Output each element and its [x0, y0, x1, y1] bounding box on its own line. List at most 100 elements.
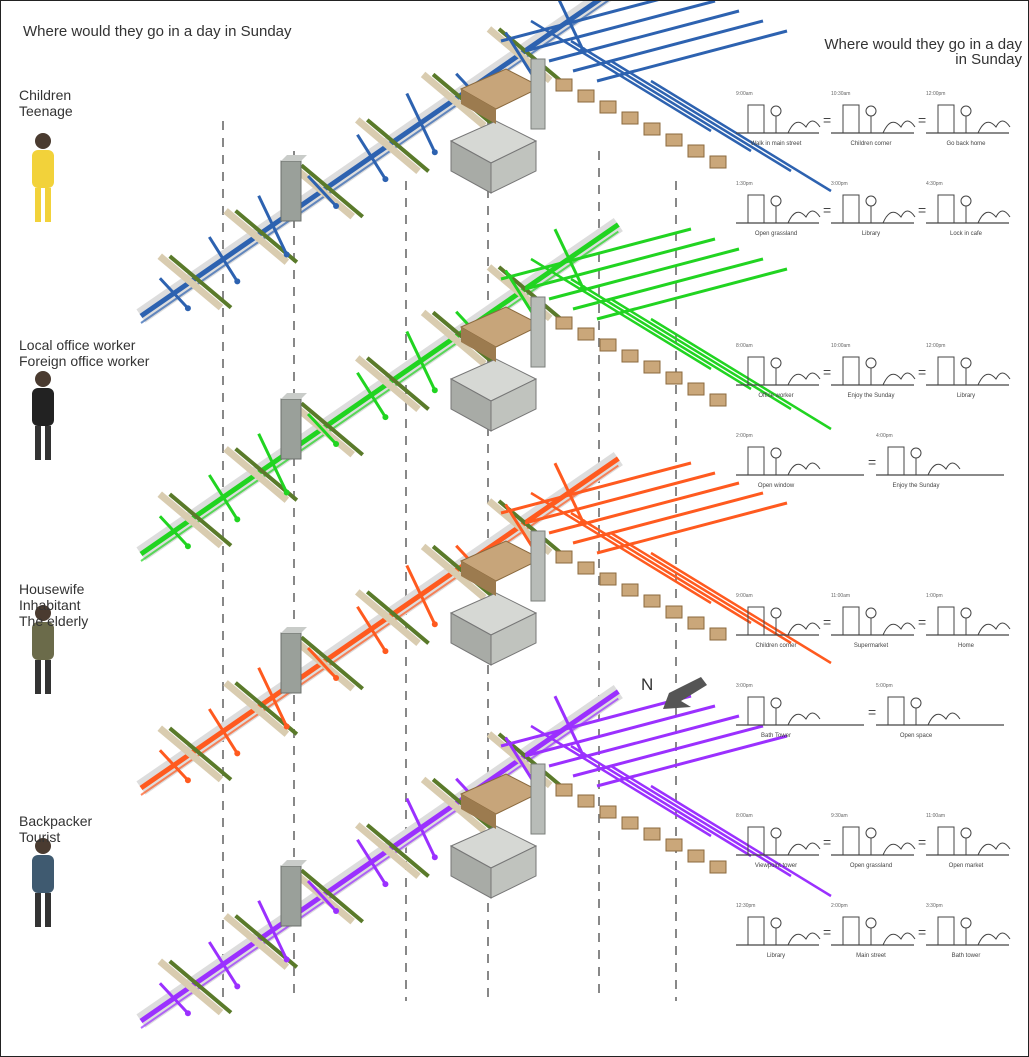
route-node: [432, 621, 438, 627]
sketch-figure-head: [866, 196, 876, 206]
person-leg: [45, 660, 51, 694]
route-node: [185, 777, 191, 783]
small-block: [578, 328, 594, 340]
person-body: [32, 150, 54, 188]
sketch-figure-head: [771, 358, 781, 368]
sketch-shape: [938, 917, 954, 945]
sketch-arrow: =: [918, 834, 926, 850]
small-block: [644, 828, 660, 840]
tall-building: [531, 59, 545, 129]
group-label-office-worker: Local office worker Foreign office worke…: [19, 337, 149, 369]
small-block: [578, 90, 594, 102]
sketch-figure-head: [961, 196, 971, 206]
sketch-shape: [938, 357, 954, 385]
small-block: [600, 339, 616, 351]
person-leg: [35, 660, 41, 694]
sketch-arrow: =: [918, 112, 926, 128]
group-label-housewife: Housewife Inhabitant The elderly: [19, 581, 88, 629]
small-block: [666, 839, 682, 851]
sketch-arrow: =: [823, 364, 831, 380]
sketch-time: 3:00pm: [831, 181, 848, 187]
sketch-drawing: =: [831, 827, 926, 855]
sketch-scribble: [788, 373, 820, 385]
sketch-arrow: =: [918, 924, 926, 940]
sketch-drawing: =: [736, 195, 831, 223]
sketch-caption: Office worker: [731, 393, 821, 399]
sketch-arrow: =: [823, 112, 831, 128]
sketch-caption: Walk in main street: [731, 141, 821, 147]
sketch-panel-title: Where would they go in a day in Sunday: [722, 37, 1022, 67]
sketch-figure-head: [771, 828, 781, 838]
sketch-shape: [843, 607, 859, 635]
sketch-caption: Open market: [921, 863, 1011, 869]
small-block: [710, 861, 726, 873]
sketch-caption: Open space: [871, 733, 961, 739]
sketch-scribble: [883, 121, 915, 133]
tower-building: [281, 866, 301, 926]
sketch-scribble: [883, 373, 915, 385]
sketch-drawing: [926, 195, 1010, 223]
main-title: Where would they go in a day in Sunday: [23, 23, 292, 40]
route-node: [382, 648, 388, 654]
sketch-scribble: [978, 843, 1010, 855]
route-node: [284, 252, 290, 258]
sketch-caption: Enjoy the Sunday: [871, 483, 961, 489]
small-block: [644, 123, 660, 135]
route-node: [333, 908, 339, 914]
sketch-drawing: [926, 917, 1010, 945]
route-node: [284, 724, 290, 730]
sketch-time: 12:00pm: [926, 343, 945, 349]
sketch-figure-head: [961, 358, 971, 368]
sketch-shape: [888, 447, 904, 475]
sketch-caption: Bath Tower: [731, 733, 821, 739]
route-node: [234, 278, 240, 284]
sketch-caption: Open grassland: [731, 231, 821, 237]
sketch-figure-head: [866, 106, 876, 116]
route-node: [382, 881, 388, 887]
sketch-shape: [843, 917, 859, 945]
sketch-scribble: [883, 933, 915, 945]
sketch-caption: Go back home: [921, 141, 1011, 147]
small-block: [644, 595, 660, 607]
route-node: [382, 414, 388, 420]
sketch-scribble: [788, 121, 820, 133]
layer-group-0: [32, 1, 831, 323]
sketch-caption: Main street: [826, 953, 916, 959]
sketch-time: 10:30am: [831, 91, 850, 97]
sketch-shape: [748, 917, 764, 945]
person-leg: [45, 893, 51, 927]
sketch-shape: [938, 195, 954, 223]
sketch-arrow: =: [823, 202, 831, 218]
small-block: [556, 784, 572, 796]
route-node: [185, 543, 191, 549]
sketch-time: 4:00pm: [876, 433, 893, 439]
small-block: [600, 806, 616, 818]
person-head: [35, 133, 51, 149]
small-block: [644, 361, 660, 373]
group-label-children: Children Teenage: [19, 87, 73, 119]
sketch-time: 12:00pm: [926, 91, 945, 97]
small-block: [710, 628, 726, 640]
sketch-caption: Library: [826, 231, 916, 237]
route-node: [234, 750, 240, 756]
sketch-time: 3:30pm: [926, 903, 943, 909]
person-figure: [32, 838, 54, 927]
tower-roof: [281, 155, 307, 161]
sketch-figure-head: [866, 608, 876, 618]
sketch-scribble: [788, 463, 820, 475]
tower-building: [281, 633, 301, 693]
layer-group-1: [32, 225, 831, 561]
small-block: [688, 145, 704, 157]
sketch-shape: [938, 607, 954, 635]
sketch-time: 10:00am: [831, 343, 850, 349]
sketch-drawing: =: [831, 917, 926, 945]
small-block: [622, 350, 638, 362]
sketch-time: 2:00pm: [831, 903, 848, 909]
sketch-scribble: [978, 121, 1010, 133]
sketch-drawing: =: [736, 607, 831, 635]
sketch-time: 11:00am: [926, 813, 945, 819]
small-block: [688, 850, 704, 862]
small-block: [578, 795, 594, 807]
sketch-figure-head: [961, 106, 971, 116]
